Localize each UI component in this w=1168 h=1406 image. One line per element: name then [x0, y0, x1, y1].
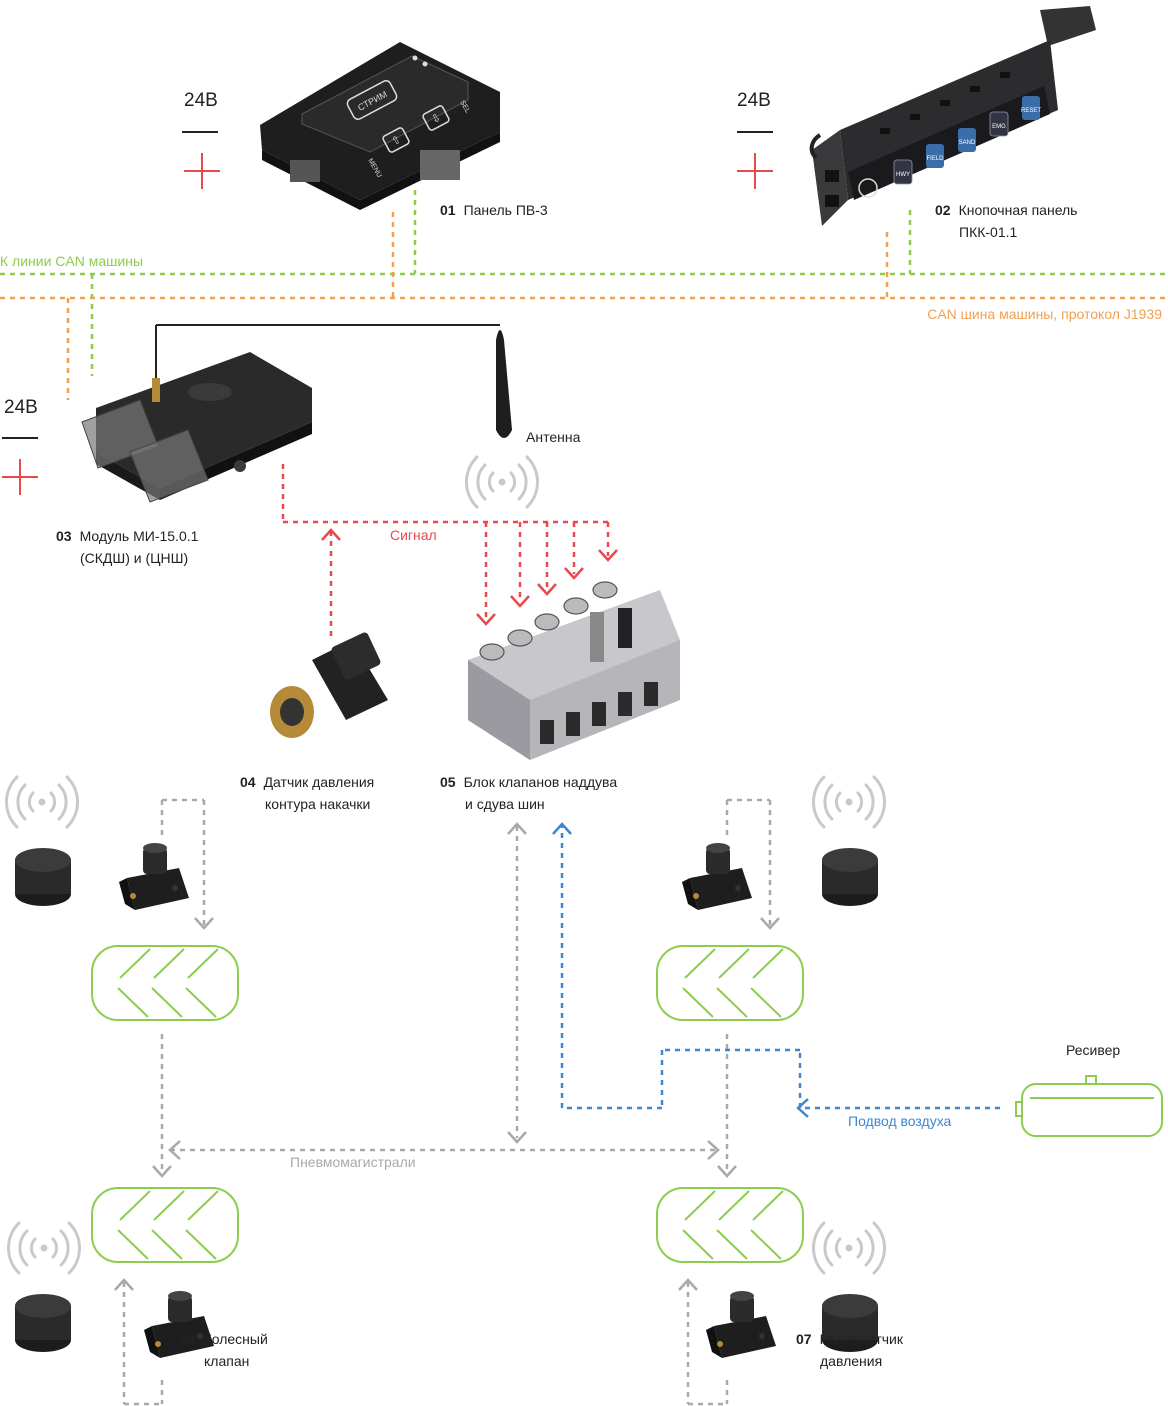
wifi-icon-br: [811, 1221, 887, 1275]
can-orange-line: [0, 212, 1168, 400]
valve-block-device: [468, 581, 680, 760]
air-supply-label: Подвод воздуха: [848, 1113, 952, 1129]
wifi-icon-bl: [6, 1221, 82, 1275]
pneumatic-arrowheads: [114, 822, 780, 1291]
antenna-label: Антенна: [526, 429, 581, 445]
key-field-label: FIELD: [926, 156, 944, 162]
voltage-label-2: 24В: [737, 90, 771, 111]
wheel-valve-tl: [119, 843, 189, 910]
power-symbol-1: [182, 131, 220, 189]
can-green-label: К линии CAN машины: [0, 253, 144, 269]
key-emg-label: EMG: [992, 124, 1006, 130]
panel-pv3-device: СТРИМ ⇧ ⇩ MENU SEL: [260, 42, 500, 210]
receiver-symbol: [1015, 1075, 1163, 1137]
receiver-label: Ресивер: [1066, 1042, 1121, 1058]
power-symbol-3: [2, 437, 38, 495]
wheel-valve-br: [706, 1291, 776, 1358]
wifi-icon-tr: [811, 775, 887, 829]
module-device: [81, 352, 312, 503]
air-supply-line: [560, 826, 1000, 1110]
key-reset-label: RESET: [1021, 108, 1041, 114]
tire-rear-left: [91, 1187, 239, 1263]
wifi-icon-module: [464, 455, 540, 509]
power-symbol-2: [737, 131, 773, 189]
button-panel-device: HWY FIELD SAND EMG RESET: [809, 6, 1096, 226]
key-hwy-label: HWY: [896, 172, 910, 178]
antenna-device: [496, 330, 512, 438]
wifi-icon-tl: [4, 775, 80, 829]
pressure-sensor-device: [270, 632, 388, 738]
tire-front-right: [656, 945, 804, 1021]
signal-arrowheads: [321, 528, 618, 626]
can-orange-label: CAN шина машины, протокол J1939: [927, 306, 1162, 322]
tire-sensor-tl: [15, 848, 71, 906]
signal-label: Сигнал: [390, 527, 437, 543]
tire-front-left: [91, 945, 239, 1021]
can-green-line: [0, 190, 1168, 376]
voltage-label-1: 24В: [184, 90, 218, 111]
pneumatic-label: Пневмомагистрали: [290, 1154, 416, 1170]
signal-lines: [281, 464, 610, 636]
button-panel-keys: HWY FIELD SAND EMG RESET: [893, 96, 1041, 185]
wheel-valve-tr: [682, 843, 752, 910]
pneumatic-lines: [122, 798, 772, 1406]
tire-rear-right: [656, 1187, 804, 1263]
air-supply-arrowheads: [552, 822, 809, 1118]
key-sand-label: SAND: [959, 140, 976, 146]
tire-sensor-tr: [822, 848, 878, 906]
tire-sensor-bl: [15, 1294, 71, 1352]
voltage-label-3: 24В: [4, 397, 38, 418]
